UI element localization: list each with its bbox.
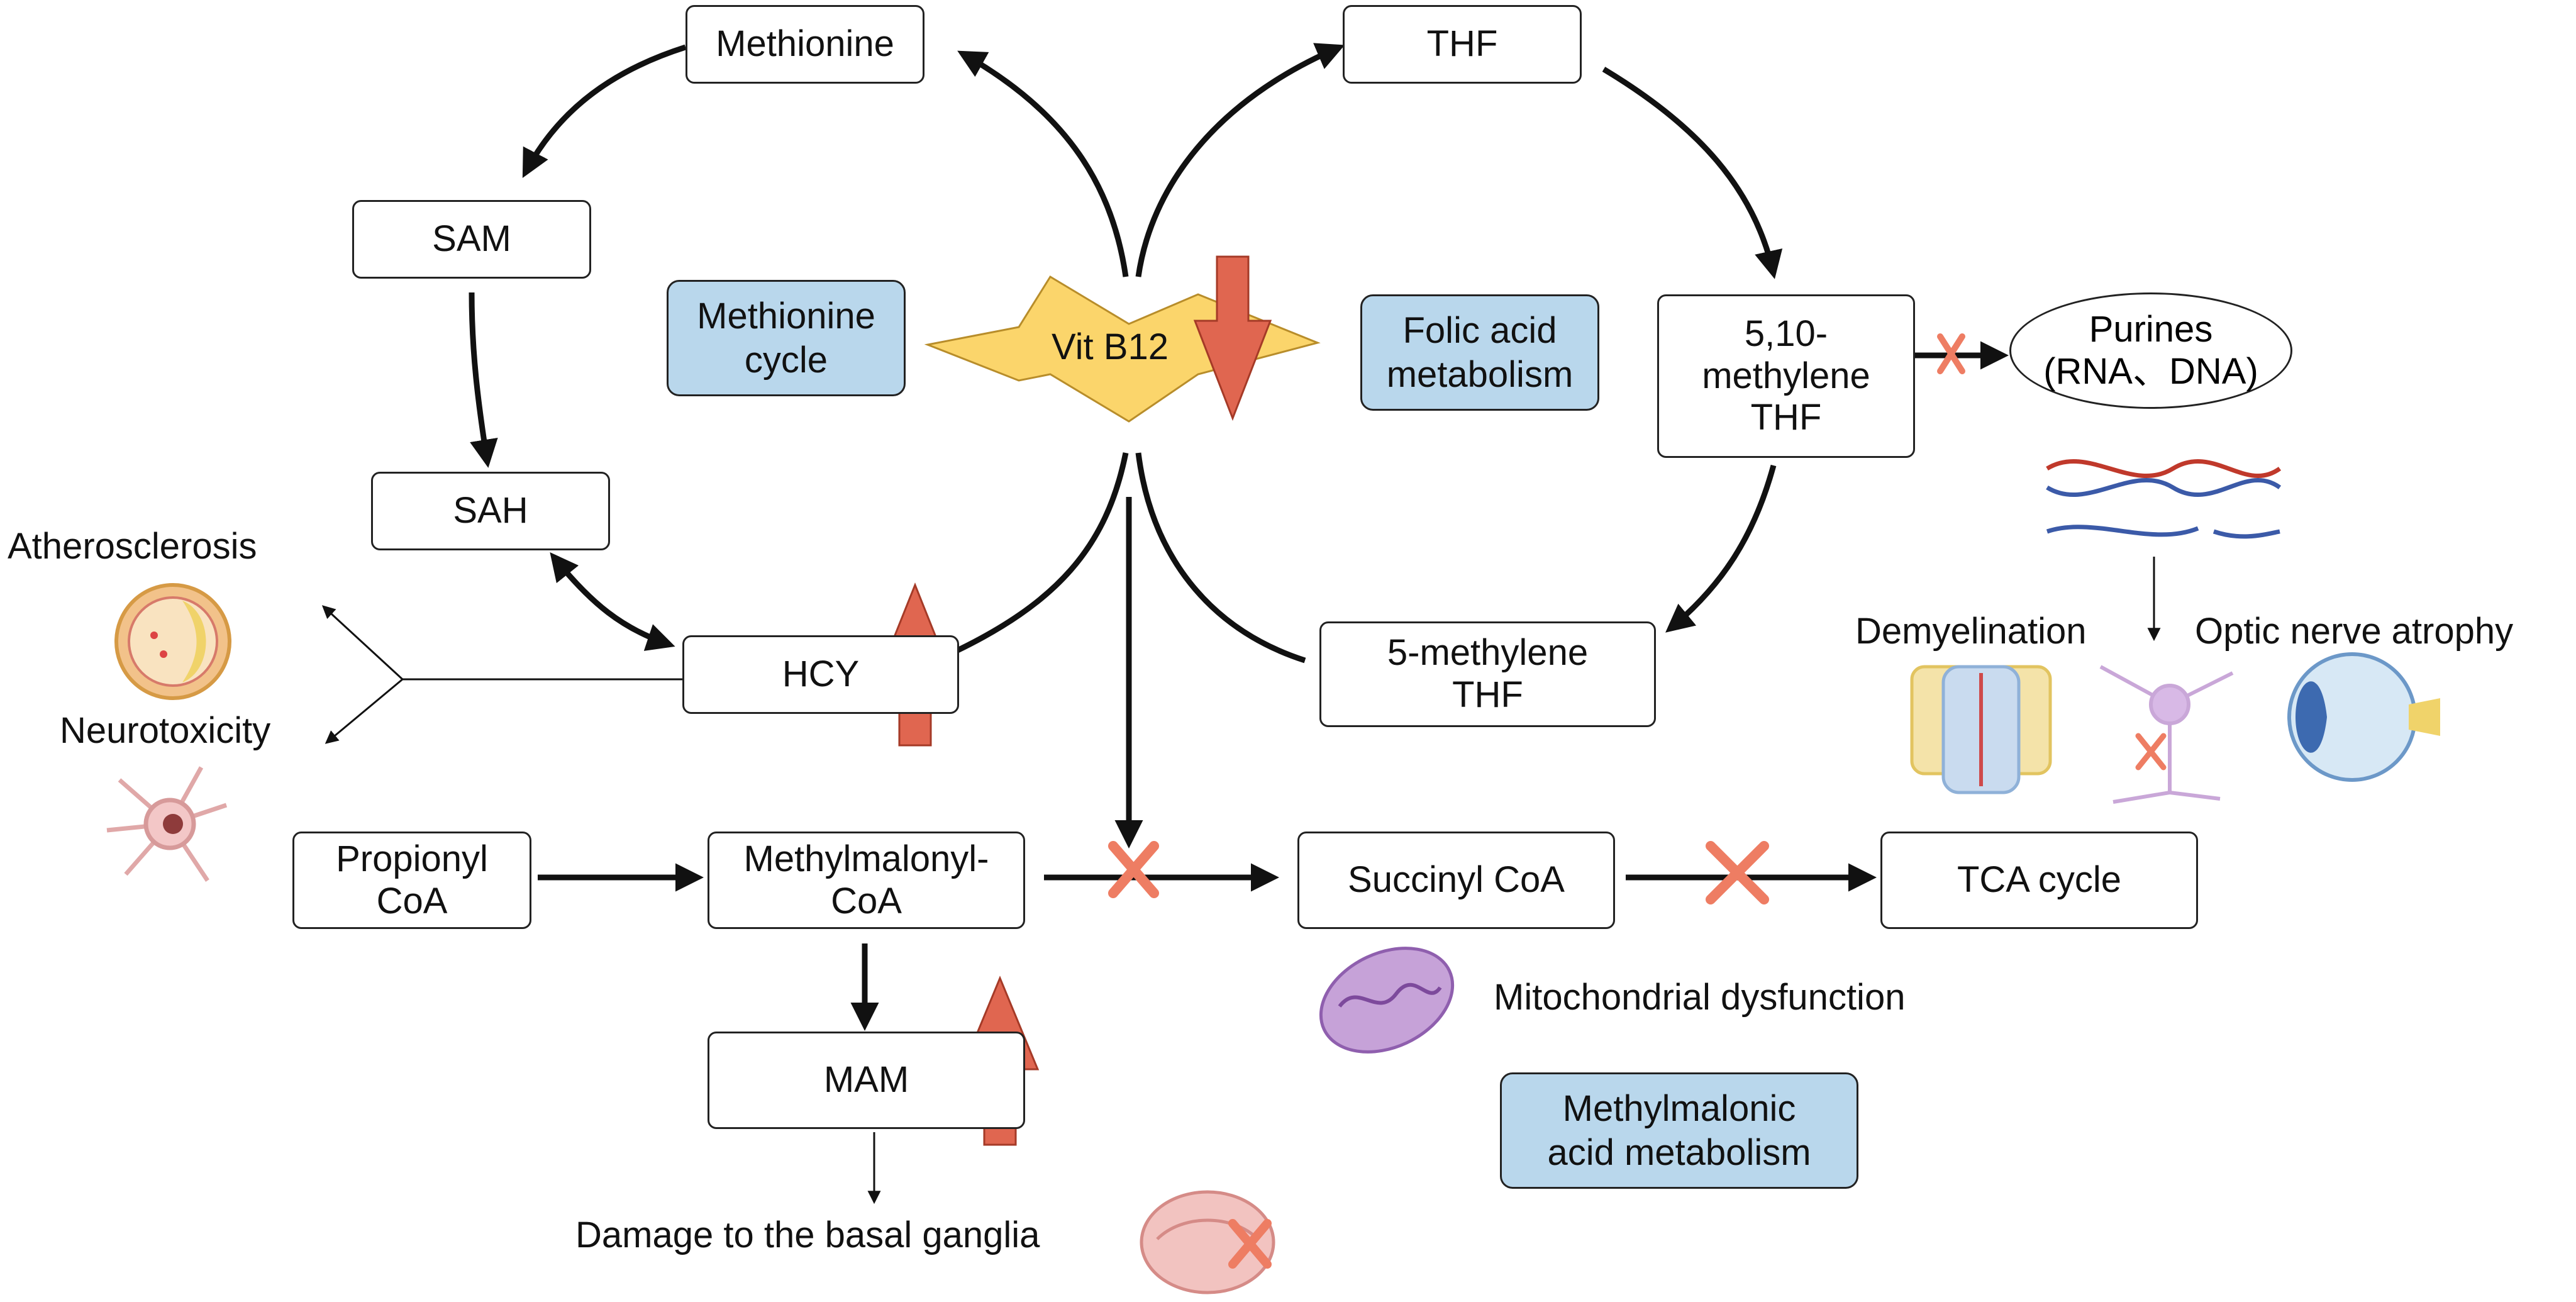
dna-strand-icon [2046,459,2282,539]
methylmalonic-acid-metabolism-label: Methylmalonic acid metabolism [1500,1072,1858,1189]
mitochondrial-dysfunction-label: Mitochondrial dysfunction [1494,977,1906,1018]
spinal-cord-icon [1910,665,2052,794]
node-sam: SAM [352,200,591,279]
node-methylene-thf: 5,10- methylene THF [1657,294,1915,458]
arrow-b12-to-thf [1135,43,1345,277]
demyelination-label: Demyelination [1855,611,2087,652]
block-x-succinyl-tca [1706,841,1769,904]
optic-nerve-atrophy-label: Optic nerve atrophy [2195,611,2514,652]
node-purines: Purines (RNA、DNA) [2009,292,2292,409]
arrow-to-atherosclerosis [321,605,404,681]
node-5-methylene-thf: 5-methylene THF [1319,621,1656,727]
arrow-sah-hcy [550,552,675,651]
node-succinyl-coa: Succinyl CoA [1297,832,1615,929]
arrow-methionine-to-sam [522,44,687,178]
node-methylmalonyl-coa: Methylmalonyl- CoA [708,832,1025,929]
folic-acid-metabolism-label: Folic acid metabolism [1360,294,1599,411]
neuron-icon [106,766,228,882]
atherosclerosis-label: Atherosclerosis [8,526,257,567]
blood-vessel-icon [114,583,231,700]
node-sah: SAH [371,472,610,550]
purple-neuron-icon [2099,665,2234,804]
block-x-brain [1228,1219,1272,1269]
vit-b12-decrease-arrow [1193,255,1272,421]
node-mam: MAM [708,1032,1025,1129]
block-x-purines [1937,333,1965,374]
arrow-sam-to-sah [469,292,498,468]
node-tca-cycle: TCA cycle [1880,832,2198,929]
node-thf: THF [1343,5,1582,84]
block-x-neuron [2135,733,2167,771]
neurotoxicity-label: Neurotoxicity [60,710,271,751]
block-x-mmcoa-succinyl [1108,841,1159,898]
vit-b12-label: Vit B12 [1052,326,1169,367]
arrow-hcy-to-b12 [948,452,1129,657]
arrow-to-neurotoxicity [325,678,403,744]
arrow-b12-to-methionine [957,50,1129,277]
node-propionyl-coa: Propionyl CoA [292,832,531,929]
eye-icon [2287,652,2440,782]
arrow-thf-to-methylene [1602,67,1783,279]
node-methionine: Methionine [686,5,924,84]
methionine-cycle-label: Methionine cycle [667,280,906,396]
arrow-5methylene-to-b12 [1135,452,1306,664]
basal-ganglia-damage-label: Damage to the basal ganglia [575,1215,1040,1255]
mitochondrion-icon [1319,947,1455,1054]
node-hcy: HCY [682,635,959,714]
brain-icon [1140,1190,1275,1294]
arrow-methylene-to-5methylene [1665,464,1777,633]
